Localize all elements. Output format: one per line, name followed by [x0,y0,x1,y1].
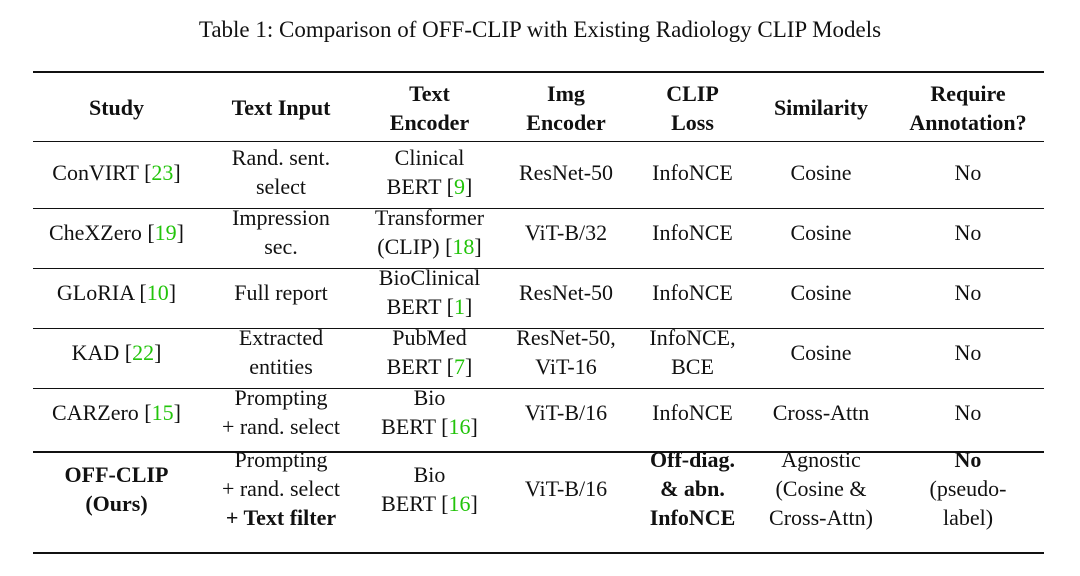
clip-loss-cell: InfoNCE [652,279,733,305]
table-row: CARZero [15] Prompting+ rand. select Bio… [33,382,1044,442]
table-row-ours: OFF-CLIP(Ours) Prompting+ rand. select+ … [33,442,1044,535]
text-input-cell: Full report [234,279,328,305]
top-rule [33,71,1044,73]
annotation-cell: No [954,339,982,365]
citation-link[interactable]: 23 [151,159,174,185]
citation-link[interactable]: 7 [454,354,465,379]
clip-loss-cell: InfoNCE,BCE [649,325,736,379]
text-input-cell: Prompting+ rand. select+ Text filter [221,447,341,530]
clip-loss-cell: InfoNCE [652,399,733,425]
annotation-cell: No [954,279,982,305]
similarity-cell: Agnostic(Cosine &Cross-Attn) [769,447,873,530]
study-cell: ConVIRT [23] [52,159,181,185]
img-encoder-cell: ViT-B/16 [524,476,608,501]
ours-rule [33,451,1044,453]
citation-link[interactable]: 19 [154,219,177,245]
clip-loss-cell: InfoNCE [652,219,733,245]
header-similarity: Similarity [773,95,869,120]
header-study: Study [88,95,145,120]
text-input-cell: Prompting+ rand. select [221,385,341,439]
text-encoder-cell: Transformer(CLIP) [18] [374,205,485,259]
row-rule [33,328,1044,329]
similarity-cell: Cosine [790,159,852,185]
citation-link[interactable]: 1 [454,294,465,319]
citation-link[interactable]: 16 [448,414,471,439]
citation-link[interactable]: 22 [132,339,155,365]
study-cell: OFF-CLIP(Ours) [64,461,169,516]
citation-link[interactable]: 9 [454,174,465,199]
study-cell: GLoRIA [10] [56,279,177,305]
similarity-cell: Cosine [790,339,852,365]
row-rule [33,208,1044,209]
citation-link[interactable]: 15 [151,399,174,425]
study-cell: CheXZero [19] [48,219,184,245]
img-encoder-cell: ViT-B/16 [524,399,608,425]
text-input-cell: Rand. sent.select [231,145,331,199]
citation-link[interactable]: 16 [448,490,471,516]
header-text-input: Text Input [231,95,331,120]
clip-loss-cell: Off-diag.& abn.InfoNCE [649,447,736,530]
clip-loss-cell: InfoNCE [652,159,733,185]
annotation-cell: No [954,159,982,185]
table-caption: Table 1: Comparison of OFF-CLIP with Exi… [198,17,882,42]
similarity-cell: Cosine [790,219,852,245]
bottom-rule [33,552,1044,554]
img-encoder-cell: ResNet-50 [518,279,614,305]
img-encoder-cell: ViT-B/32 [524,219,608,245]
similarity-cell: Cross-Attn [772,399,870,425]
img-encoder-cell: ResNet-50 [518,159,614,185]
img-encoder-cell: ResNet-50,ViT-16 [516,325,616,379]
citation-link[interactable]: 18 [452,234,475,259]
citation-link[interactable]: 10 [146,279,169,305]
annotation-cell: No [954,399,982,425]
annotation-cell: No(pseudo-label) [929,447,1007,530]
header-rule [33,141,1044,142]
study-cell: KAD [22] [71,339,162,365]
row-rule [33,268,1044,269]
row-rule [33,388,1044,389]
annotation-cell: No [954,219,982,245]
study-cell: CARZero [15] [52,399,181,425]
similarity-cell: Cosine [790,279,852,305]
